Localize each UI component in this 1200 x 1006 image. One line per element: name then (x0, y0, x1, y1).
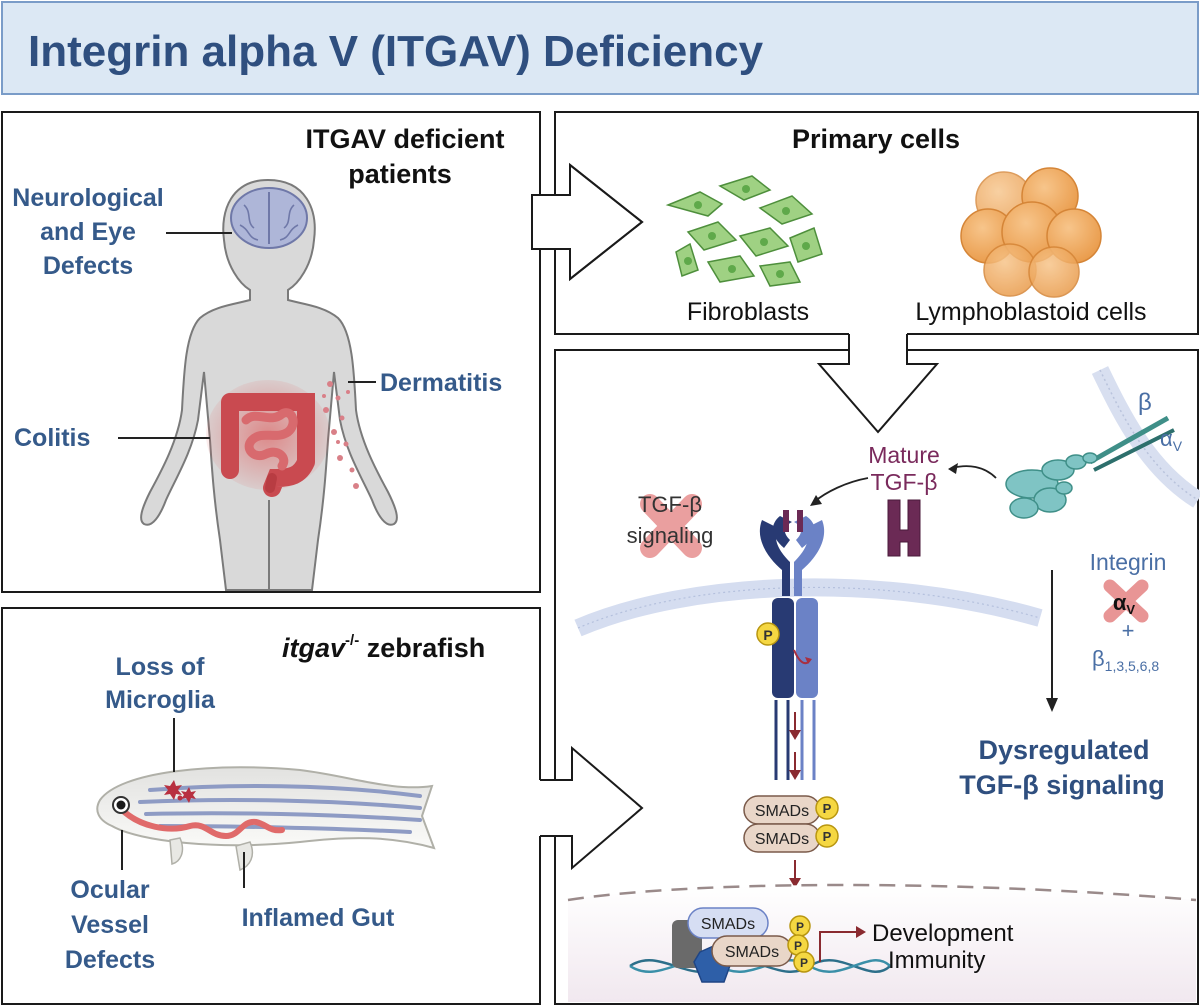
zebrafish-heading-rest: zebrafish (359, 633, 485, 663)
fibroblast-cluster-icon (665, 175, 823, 287)
zebrafish-heading-italic: itgav (282, 633, 347, 663)
mature-tgf-label-line2: TGF-β (871, 469, 938, 495)
dysregulated-label-line1: Dysregulated (978, 735, 1149, 765)
smad-label-2: SMADs (755, 831, 809, 848)
integrin-plus: + (1122, 618, 1135, 643)
zebrafish-illustration (96, 766, 436, 872)
tgf-signaling-label-line1: TGF-β (638, 492, 702, 517)
microglia-label-line1: Loss of (116, 653, 206, 681)
alpha-v-deleted-label: αV (1113, 590, 1136, 617)
receptor-phospho-badge: P (756, 622, 780, 646)
svg-text:itgav-/- zebrafish: itgav-/- zebrafish (282, 632, 485, 663)
smad-phospho-2: P (823, 829, 832, 844)
microglia-callout: Loss of Microglia (105, 653, 216, 772)
colitis-callout: Colitis (14, 424, 210, 452)
page-title: Integrin alpha V (ITGAV) Deficiency (28, 27, 764, 76)
dermatitis-label: Dermatitis (380, 369, 502, 397)
beta-label: β (1138, 389, 1152, 416)
ocular-label-line1: Ocular (70, 876, 149, 904)
nuclear-phospho-1: P (796, 920, 804, 934)
neuro-callout: Neurological and Eye Defects (12, 184, 232, 280)
nuclear-phospho-2: P (794, 939, 802, 953)
integrin-alpha-subscript: V (1126, 602, 1135, 617)
smad-phospho-1: P (823, 801, 832, 816)
neuro-label-line2: and Eye (40, 218, 136, 246)
primary-cells-heading: Primary cells (792, 124, 960, 154)
integrin-heterodimer-icon (1005, 415, 1175, 519)
integrin-beta-label: β1,3,5,6,8 (1092, 646, 1159, 674)
cascade-arrows (789, 712, 801, 888)
gut-label: Inflamed Gut (242, 904, 395, 932)
zebrafish-heading-superscript: -/- (345, 632, 359, 649)
mature-tgf-beta-dimer-icon (887, 499, 921, 557)
ocular-label-line3: Defects (65, 946, 155, 974)
zebrafish-heading: itgav-/- zebrafish (282, 632, 485, 663)
arrow-zebrafish-to-mechanism (532, 748, 642, 868)
transcription-complex: SMADs SMADs P P P (672, 907, 815, 983)
arrow-integrin-to-mature-head (948, 463, 958, 474)
colitis-label: Colitis (14, 424, 90, 452)
tgf-signaling-blocked: TGF-β signaling (627, 492, 714, 558)
smad-complex-cytoplasm: SMADs SMADs P P (743, 795, 839, 853)
title-banner: Integrin alpha V (ITGAV) Deficiency (1, 1, 1199, 95)
inflamed-colon-icon (206, 380, 330, 497)
patients-heading-line1: ITGAV deficient (305, 124, 504, 154)
brain-icon (230, 187, 308, 249)
receptor-phospho-label: P (763, 627, 772, 643)
arrow-integrin-to-mature (951, 465, 997, 479)
arrow-patients-gap (533, 196, 573, 248)
fibroblasts-label: Fibroblasts (687, 298, 809, 326)
tgf-signaling-label-line2: signaling (627, 523, 714, 548)
ocular-callout: Ocular Vessel Defects (65, 830, 155, 974)
panel-patients (1, 111, 541, 593)
tgf-beta-receptor-complex (759, 510, 825, 780)
alpha-v-subscript: V (1173, 438, 1183, 454)
patients-heading-line2: patients (348, 159, 452, 189)
transcription-arrow (819, 926, 866, 962)
alpha-v-symbol: α (1160, 426, 1173, 451)
integrin-cell-membrane (1091, 366, 1200, 508)
immunity-label: Immunity (888, 947, 985, 974)
microglia-label-line2: Microglia (105, 686, 216, 714)
alpha-v-deleted-mark: αV (1103, 579, 1149, 623)
neuro-label-line3: Defects (43, 252, 133, 280)
dermatitis-callout: Dermatitis (348, 369, 502, 397)
ocular-label-line2: Vessel (71, 911, 149, 939)
nuclear-phospho-3: P (800, 956, 808, 970)
integrin-label: Integrin (1090, 549, 1167, 575)
lymphoblastoid-cluster-icon (960, 167, 1102, 298)
alpha-v-label: αV (1160, 426, 1183, 454)
arrow-to-dysregulated (1046, 570, 1058, 712)
arrow-mature-to-receptor-head (810, 495, 822, 506)
integrin-alpha-symbol: α (1113, 590, 1127, 615)
dermatitis-spots (322, 381, 359, 489)
nuclear-smad-label-2: SMADs (725, 944, 779, 961)
development-label: Development (872, 920, 1014, 947)
gut-callout: Inflamed Gut (242, 852, 395, 932)
integrin-beta-subscript: 1,3,5,6,8 (1105, 658, 1160, 674)
arrow-cells-to-mechanism (819, 326, 937, 432)
dysregulated-label-line2: TGF-β signaling (959, 770, 1164, 800)
integrin-beta-symbol: β (1092, 646, 1105, 671)
nuclear-smad-label-1: SMADs (701, 916, 755, 933)
smad-label-1: SMADs (755, 803, 809, 820)
arrow-mature-to-receptor (813, 477, 869, 503)
mature-tgf-label-line1: Mature (868, 442, 940, 468)
neuro-label-line1: Neurological (12, 184, 163, 212)
microglia-marks (164, 780, 196, 803)
lymphoblastoid-label: Lymphoblastoid cells (915, 298, 1146, 326)
